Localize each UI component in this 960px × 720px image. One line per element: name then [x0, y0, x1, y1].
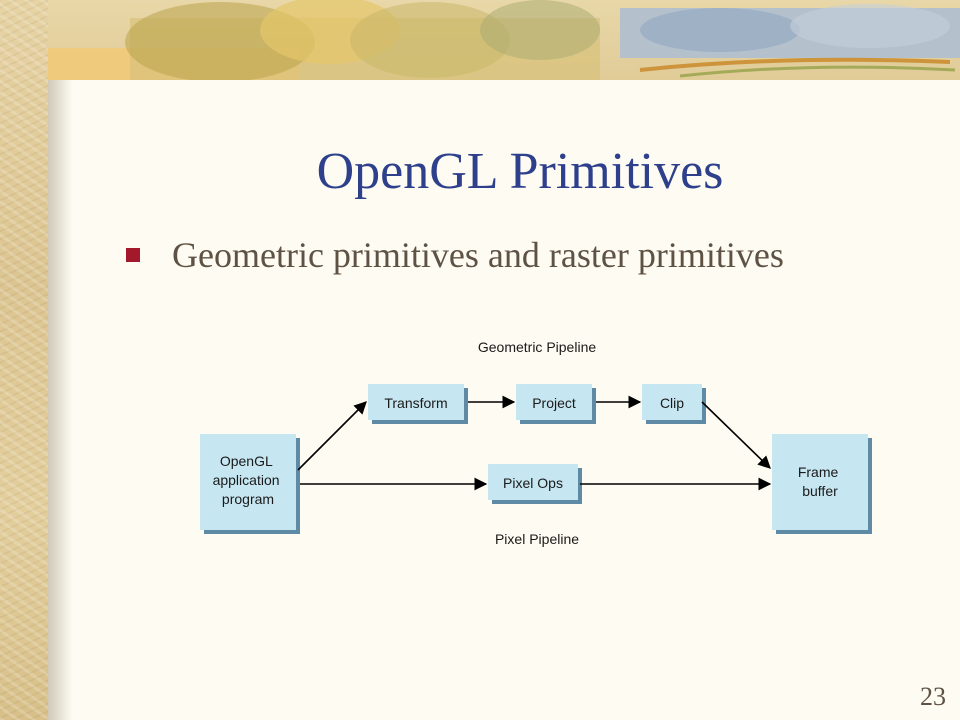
geometric-pipeline-label: Geometric Pipeline	[478, 339, 596, 355]
bullet-item: Geometric primitives and raster primitiv…	[126, 234, 784, 276]
app-line-1: OpenGL	[220, 453, 273, 469]
page-number: 23	[920, 682, 946, 711]
clip-label: Clip	[660, 395, 684, 411]
bullet-square-icon	[126, 248, 140, 262]
arrow-clip-to-frame	[701, 401, 771, 469]
transform-box: Transform	[368, 384, 468, 424]
svg-text:OpenGL application: OpenGL application program	[213, 453, 284, 507]
app-program-box: OpenGL application program	[200, 434, 300, 534]
pixel-ops-label: Pixel Ops	[503, 475, 563, 491]
frame-buffer-box: Frame buffer	[772, 434, 872, 534]
frame-line-2: buffer	[802, 483, 838, 499]
arrow-app-to-transform	[297, 401, 367, 471]
project-label: Project	[532, 395, 576, 411]
bullet-text: Geometric primitives and raster primitiv…	[172, 235, 784, 275]
top-banner	[0, 0, 960, 80]
transform-label: Transform	[384, 395, 447, 411]
slide-title: OpenGL Primitives	[316, 143, 724, 200]
frame-line-1: Frame	[798, 464, 839, 480]
app-line-3: program	[222, 491, 274, 507]
svg-text:Frame buffer: Frame buffer	[798, 464, 842, 499]
left-texture-strip	[0, 0, 48, 720]
app-line-2: application	[213, 472, 280, 488]
clip-box: Clip	[642, 384, 706, 424]
pixel-ops-box: Pixel Ops	[488, 464, 582, 504]
banner-decoration	[30, 0, 960, 80]
left-shadow	[48, 80, 72, 720]
pixel-pipeline-label: Pixel Pipeline	[495, 531, 579, 547]
project-box: Project	[516, 384, 596, 424]
